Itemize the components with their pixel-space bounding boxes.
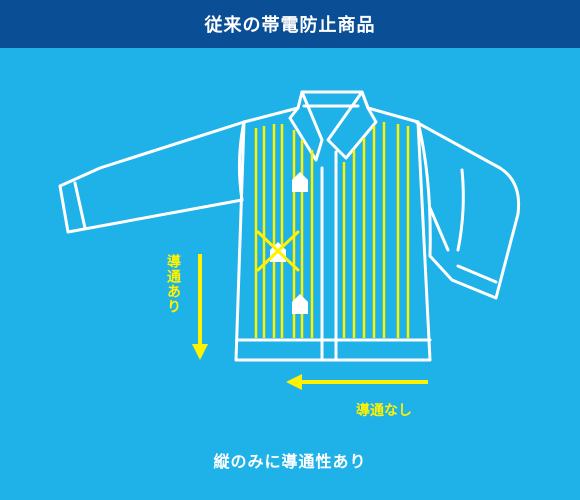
cross-mark-icon [256, 230, 300, 272]
right-cuff-line [456, 264, 498, 284]
page-title: 従来の帯電防止商品 [204, 15, 376, 36]
vertical-conductive-label: 導通あり [165, 254, 181, 314]
button-bottom [292, 294, 308, 314]
left-shoulder [242, 106, 300, 124]
collar-left [288, 90, 324, 162]
button-top [292, 172, 308, 192]
right-sleeve-fold [428, 206, 450, 252]
right-sleeve [414, 120, 521, 300]
right-armhole [416, 120, 432, 258]
jacket-body [234, 120, 432, 362]
left-cuff-line [73, 181, 87, 230]
caption: 縦のみに導通性あり [213, 452, 367, 471]
horizontal-nonconductive-label: 導通なし [356, 403, 412, 419]
vertical-arrow-icon [192, 254, 208, 360]
right-shoulder [366, 106, 420, 124]
right-sleeve-crease [456, 168, 465, 252]
placket [320, 150, 338, 362]
right-conductive-stripes [342, 122, 410, 338]
collar-right [326, 90, 378, 160]
left-armhole [237, 120, 246, 202]
horizontal-arrow-icon [286, 374, 428, 390]
jacket-diagram [58, 90, 521, 390]
header-bar: 従来の帯電防止商品 [0, 0, 580, 48]
left-sleeve [58, 120, 246, 234]
